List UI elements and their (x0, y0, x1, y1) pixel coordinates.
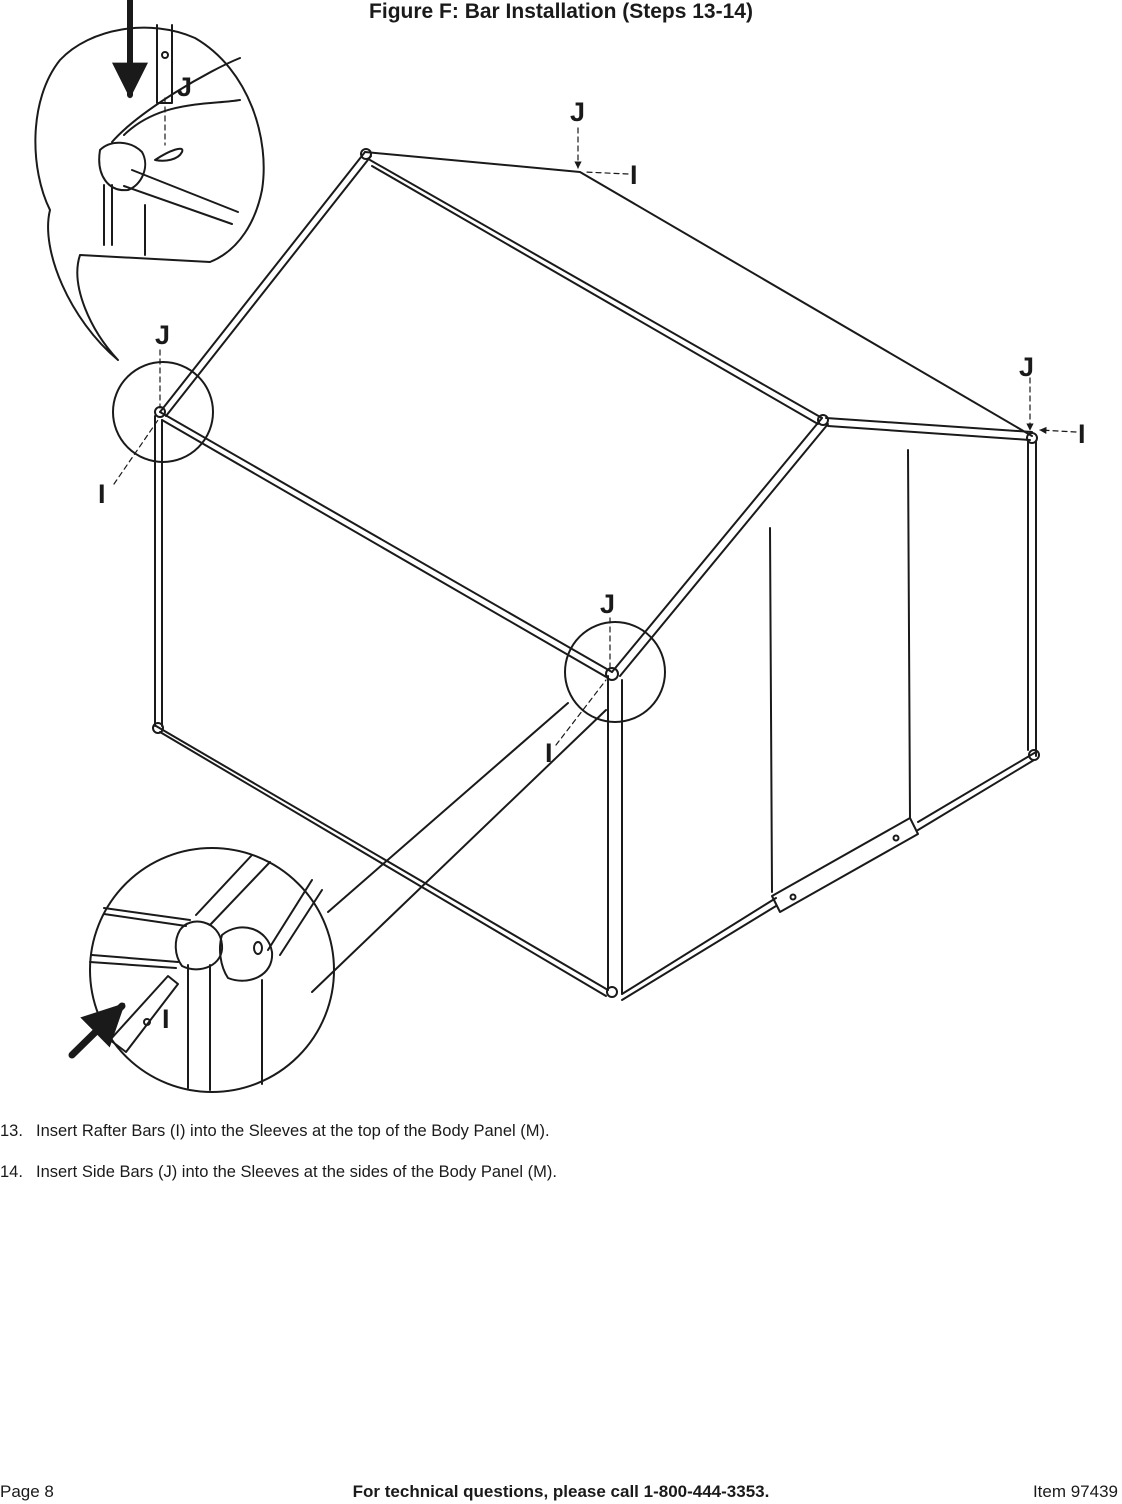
step-14: 14. Insert Side Bars (J) into the Sleeves… (0, 1163, 557, 1182)
left-corner-magnifier (112, 361, 214, 463)
callout-j-left: J (155, 320, 170, 350)
callout-i-right: I (1078, 419, 1086, 449)
step-text: Insert Side Bars (J) into the Sleeves at… (36, 1163, 557, 1181)
step-number: 13. (0, 1122, 23, 1140)
item-number: Item 97439 (1032, 1482, 1118, 1501)
callout-i-left: I (98, 479, 106, 509)
bottom-left-detail (68, 847, 335, 1093)
step-number: 14. (0, 1163, 23, 1181)
front-corner-magnifier (564, 621, 666, 723)
page-footer: Page 8 For technical questions, please c… (0, 1482, 1122, 1504)
callout-i-detail: I (162, 1004, 170, 1034)
callout-j-detail: J (177, 72, 192, 102)
callout-leaders (113, 97, 1077, 746)
callout-i-top: I (630, 160, 638, 190)
callout-j-right: J (1019, 352, 1034, 382)
shed-bar-installation-diagram: J I J I J I J I J I (34, 0, 1086, 1093)
step-13: 13. Insert Rafter Bars (I) into the Sleev… (0, 1122, 550, 1141)
callout-i-front: I (545, 738, 553, 768)
top-left-detail (34, 0, 265, 361)
step-text: Insert Rafter Bars (I) into the Sleeves … (36, 1122, 550, 1140)
figure-title: Figure F: Bar Installation (Steps 13-14) (369, 0, 753, 23)
callout-j-front: J (600, 589, 615, 619)
page-number: Page 8 (0, 1482, 54, 1501)
shed-frame (152, 148, 1040, 1001)
tech-support-line: For technical questions, please call 1-8… (352, 1482, 770, 1501)
callout-j-top: J (570, 97, 585, 127)
